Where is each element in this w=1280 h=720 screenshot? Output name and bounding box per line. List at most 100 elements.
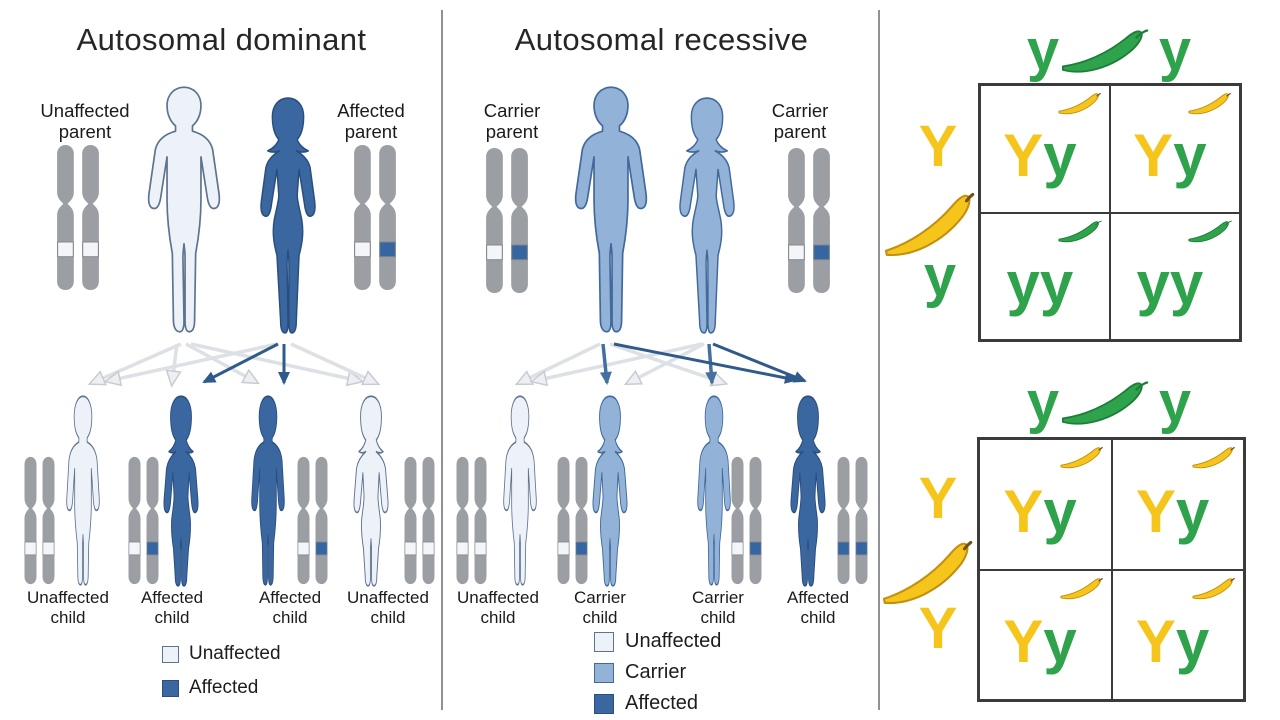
chromosome-pair-father: [484, 147, 530, 294]
row-header-allele: y: [923, 244, 957, 309]
arrow: [609, 342, 724, 383]
arrows-dominant: [92, 342, 376, 384]
col-header-allele: y: [1026, 370, 1060, 435]
phenotype-pod-icon: [1059, 445, 1105, 471]
legend-item: Unaffected: [594, 630, 721, 653]
arrow: [290, 342, 376, 383]
phenotype-pod-icon: [1057, 219, 1103, 245]
legend-swatch-unaffected: [162, 645, 179, 663]
chromosome-pair-mother: [352, 144, 398, 291]
chromosome-pair-child: [836, 456, 869, 585]
phenotype-pod-icon: [1057, 91, 1103, 117]
arrow: [712, 342, 807, 383]
legend-recessive: Unaffected Carrier Affected: [594, 630, 721, 720]
arrow: [92, 342, 182, 383]
child-figure: [779, 392, 837, 589]
father-figure: [131, 84, 237, 336]
chromosome-pair-father: [55, 144, 101, 291]
chromosome-pair-child: [296, 456, 329, 585]
arrow: [185, 342, 256, 382]
legend-swatch-affected: [162, 679, 179, 697]
child-figure: [152, 392, 210, 589]
legend-item: Affected: [162, 677, 281, 699]
col-header-allele: y: [1158, 370, 1192, 435]
arrow: [534, 342, 703, 381]
legend-item: Affected: [594, 692, 721, 715]
child-figure: [581, 392, 639, 589]
arrow: [613, 342, 798, 384]
arrow: [628, 342, 705, 383]
legend-swatch-carrier: [594, 662, 614, 683]
arrow: [190, 342, 360, 381]
legend-item: Carrier: [594, 661, 721, 684]
panel-divider-right: [878, 10, 880, 710]
legend-item: Unaffected: [162, 643, 281, 665]
child-figure: [57, 392, 109, 589]
col-header-allele: y: [1026, 18, 1060, 83]
phenotype-pod-icon: [1187, 219, 1233, 245]
chromosome-pair-child: [127, 456, 160, 585]
title-autosomal-recessive: Autosomal recessive: [514, 22, 809, 57]
green-pea-pod-icon: [1058, 378, 1152, 430]
panel-divider-left: [441, 10, 443, 710]
row-header-allele: Y: [918, 466, 958, 531]
legend-dominant: Unaffected Affected: [162, 643, 281, 711]
green-pea-pod-icon: [1058, 26, 1152, 78]
father-figure: [558, 84, 664, 336]
arrow: [599, 343, 612, 385]
arrow: [108, 342, 278, 381]
chromosome-pair-child: [730, 456, 763, 585]
child-figure: [342, 392, 400, 589]
phenotype-pod-icon: [1187, 91, 1233, 117]
phenotype-pod-icon: [1191, 445, 1237, 471]
chromosome-pair-mother: [786, 147, 832, 294]
mother-figure: [661, 94, 753, 337]
legend-swatch-affected: [594, 693, 614, 714]
row-header-allele: Y: [918, 596, 958, 661]
phenotype-pod-icon: [1059, 576, 1105, 602]
chromosome-pair-child: [556, 456, 589, 585]
mother-figure: [242, 94, 334, 337]
arrows-recessive: [519, 342, 807, 385]
title-autosomal-dominant: Autosomal dominant: [76, 22, 367, 57]
child-figure: [494, 392, 546, 589]
phenotype-pod-icon: [1191, 576, 1237, 602]
chromosome-pair-child: [23, 456, 56, 585]
child-figure: [242, 392, 294, 589]
chromosome-pair-child: [455, 456, 488, 585]
chromosome-pair-child: [403, 456, 436, 585]
arrow: [202, 342, 279, 384]
arrow: [705, 343, 718, 385]
row-header-allele: Y: [918, 114, 958, 179]
